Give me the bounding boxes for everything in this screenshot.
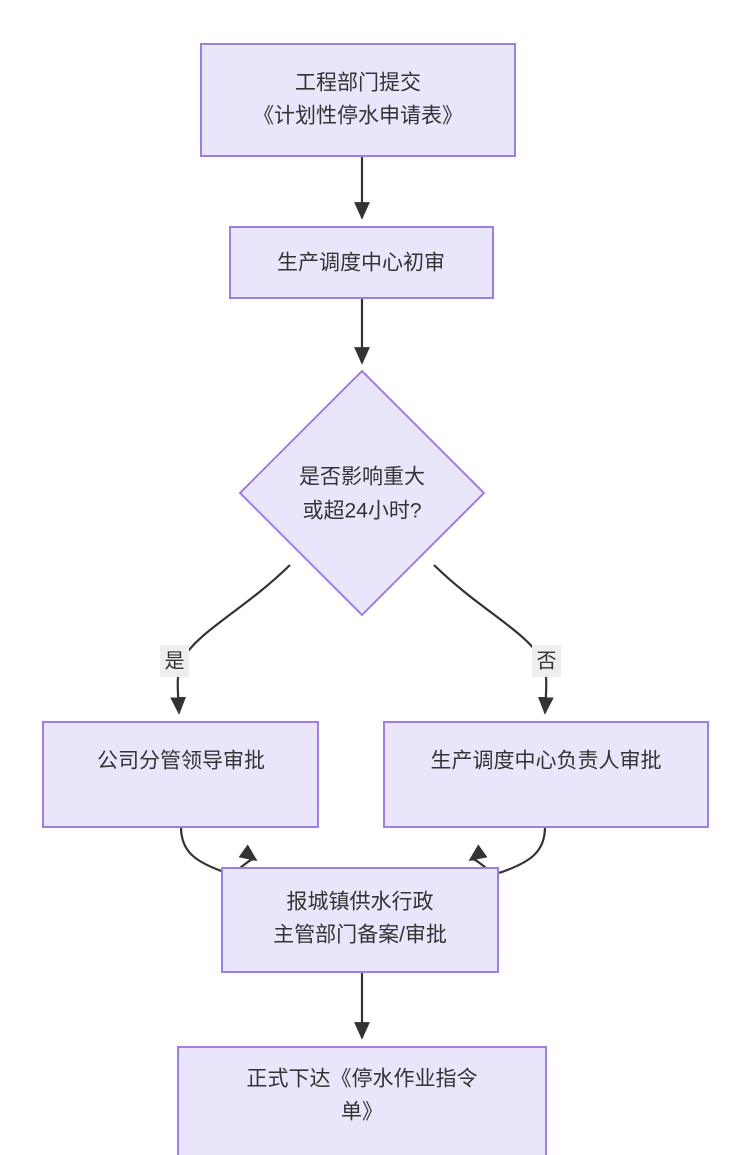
node-decision-label-line-1: 是否影响重大 [299, 466, 425, 489]
node-decision-label-line-2: 或超24小时? [302, 500, 421, 523]
node-leader-approval[interactable]: 公司分管领导审批 [42, 721, 319, 828]
edge-label-no-background [532, 645, 561, 677]
node-dispatch-approval-shape[interactable] [383, 721, 709, 828]
node-issue-order-label-line-1: 正式下达《停水作业指令 [247, 1068, 478, 1091]
node-submit[interactable]: 工程部门提交 《计划性停水申请表》 [200, 43, 516, 157]
edge-label-no-text: 否 [537, 650, 557, 672]
edge-dispatch-approval-to-file [468, 826, 547, 874]
node-first-review-label: 生产调度中心初审 [277, 252, 445, 275]
node-leader-approval-label: 公司分管领导审批 [97, 750, 265, 773]
node-decision-shape[interactable] [238, 369, 486, 617]
node-first-review[interactable]: 生产调度中心初审 [229, 226, 494, 299]
node-issue-order[interactable]: 正式下达《停水作业指令 单》 [177, 1046, 547, 1155]
node-dispatch-approval[interactable]: 生产调度中心负责人审批 [383, 721, 709, 828]
node-dispatch-approval-label: 生产调度中心负责人审批 [431, 750, 662, 773]
node-issue-order-shape[interactable] [177, 1046, 547, 1155]
edge-leader-approval-to-file [179, 826, 258, 874]
node-submit-shape[interactable] [200, 43, 516, 157]
node-submit-label-line-1: 工程部门提交 [295, 72, 421, 95]
node-file-with-authority-label-line-2: 主管部门备案/审批 [273, 924, 447, 947]
edge-decision-yes-to-leader-approval [170, 564, 291, 715]
node-submit-label-line-2: 《计划性停水申请表》 [253, 105, 463, 128]
edge-label-yes-text: 是 [165, 650, 185, 672]
node-issue-order-label-line-2: 单》 [341, 1101, 383, 1124]
node-first-review-shape[interactable] [229, 226, 494, 299]
node-file-with-authority-label-line-1: 报城镇供水行政 [287, 891, 434, 914]
node-file-with-authority[interactable]: 报城镇供水行政 主管部门备案/审批 [221, 867, 499, 973]
edge-label-yes: 是 [160, 645, 189, 677]
edge-label-yes-background [160, 645, 189, 677]
node-file-with-authority-shape[interactable] [221, 867, 499, 973]
edge-decision-no-to-dispatch-approval [433, 564, 554, 715]
node-leader-approval-shape[interactable] [42, 721, 319, 828]
node-decision[interactable]: 是否影响重大 或超24小时? [238, 369, 486, 617]
edge-label-no: 否 [532, 645, 561, 677]
